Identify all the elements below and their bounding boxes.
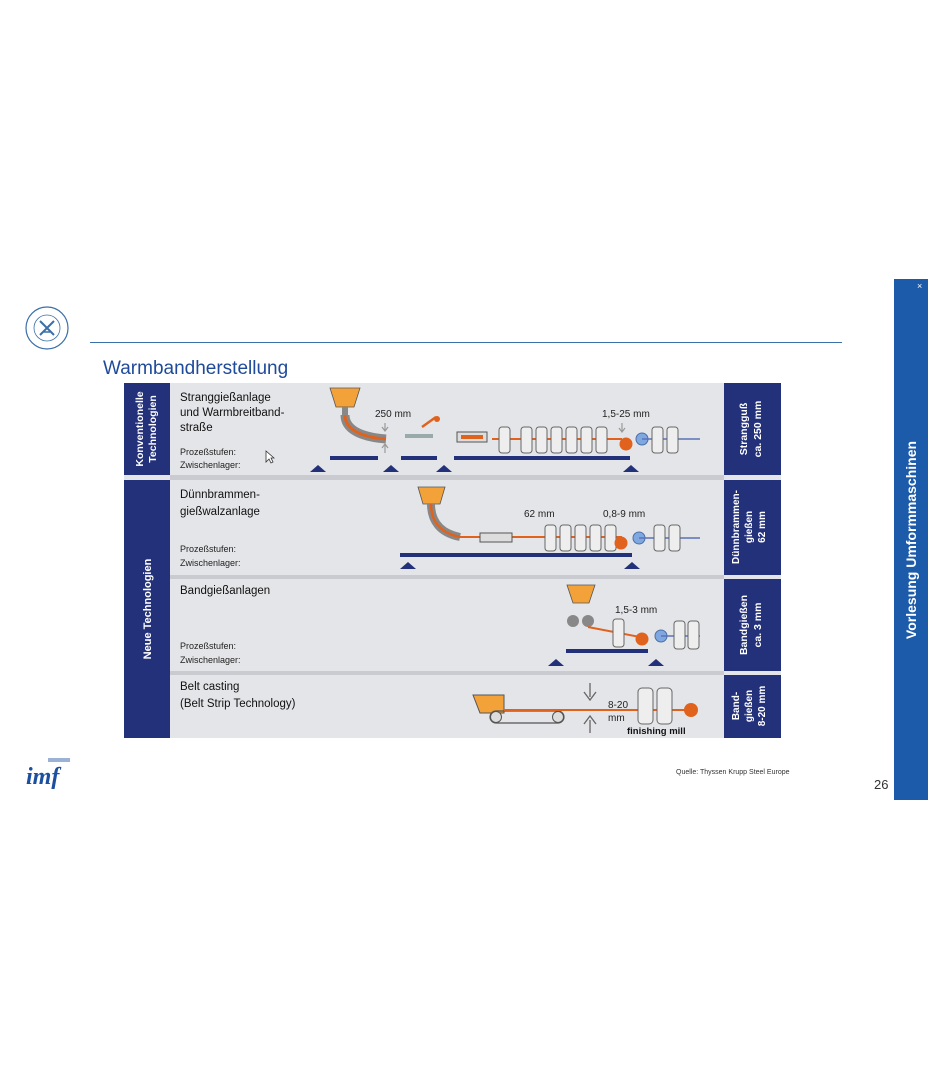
row3-storage-label: Zwischenlager:	[180, 655, 241, 665]
row2-title-2: gießwalzanlage	[180, 506, 260, 518]
row2-steps-label: Prozeßstufen:	[180, 544, 236, 554]
right-label-row2-2: gießen	[744, 511, 755, 543]
row-thin-slab: Dünnbrammen- gießwalzanlage Prozeßstufen…	[180, 486, 700, 569]
left-label-conventional-2: Technologien	[147, 395, 159, 462]
close-icon[interactable]: ×	[917, 281, 923, 291]
press-down-arrow-icon	[583, 683, 597, 702]
right-label-row2-3: 62 mm	[757, 511, 768, 543]
tundish-icon	[342, 407, 348, 415]
row1-dim-1: 250 mm	[375, 409, 411, 420]
finishing-mill-label: finishing mill	[627, 726, 686, 737]
inline-mill-stand	[612, 618, 625, 648]
row3-title-1: Bandgießanlagen	[180, 585, 270, 597]
title-rule	[90, 342, 842, 343]
source-caption: Quelle: Thyssen Krupp Steel Europe	[676, 769, 790, 776]
row-separator	[170, 575, 724, 579]
row1-title-1: Stranggießanlage	[180, 392, 271, 404]
mouse-cursor-icon	[265, 450, 275, 464]
ladle-icon	[417, 486, 446, 505]
storage-marker-icon	[648, 659, 664, 666]
row4-dim-2: mm	[608, 713, 625, 724]
left-band-new	[124, 480, 170, 738]
right-box-row1	[724, 383, 781, 475]
storage-marker-icon	[400, 562, 416, 569]
right-label-row2-1: Dünnbrammen-	[731, 490, 742, 564]
right-box-row3	[724, 579, 781, 671]
svg-text:imf: imf	[26, 764, 61, 790]
right-label-row4-2: gießen	[744, 690, 755, 722]
process-step-bar	[566, 649, 648, 653]
right-label-row3-2: ca. 3 mm	[752, 603, 764, 648]
page-number: 26	[874, 777, 889, 792]
row-separator	[170, 475, 724, 480]
cutting-torch-icon	[421, 415, 437, 429]
press-down-arrow-icon	[381, 423, 389, 432]
row2-title-1: Dünnbrammen-	[180, 489, 260, 501]
row2-dim-2: 0,8-9 mm	[603, 509, 645, 520]
slab-transport-icon	[405, 434, 433, 438]
belt-caster-ladle-icon	[472, 694, 505, 714]
process-step-bar	[330, 456, 378, 460]
row-strip-casting: Bandgießanlagen Prozeßstufen: Zwischenla…	[180, 584, 700, 666]
right-box-row4	[724, 675, 781, 738]
press-up-arrow-icon	[381, 443, 389, 453]
left-band-conventional	[124, 383, 170, 475]
casting-roll-icon	[567, 615, 579, 627]
storage-marker-icon	[383, 465, 399, 472]
cold-mill-stands	[673, 620, 700, 650]
row1-storage-label: Zwischenlager:	[180, 460, 241, 470]
coiler-icon	[684, 703, 698, 717]
row-separator	[170, 671, 724, 675]
row-conventional: Stranggießanlage und Warmbreitband- stra…	[180, 387, 700, 472]
row4-dim-1: 8-20	[608, 700, 628, 711]
left-label-new: Neue Technologien	[142, 558, 154, 659]
row4-title-1: Belt casting	[180, 681, 239, 693]
ladle-icon	[566, 584, 596, 604]
row4-title-2: (Belt Strip Technology)	[180, 698, 296, 710]
tunnel-furnace-icon	[479, 532, 513, 543]
row1-dim-2: 1,5-25 mm	[602, 409, 650, 420]
storage-marker-icon	[310, 465, 326, 472]
finishing-mill-stands	[544, 524, 617, 552]
row-belt-casting: Belt casting (Belt Strip Technology) 8-2…	[180, 681, 698, 737]
finishing-mill-stands	[637, 687, 673, 725]
right-label-row1-2: ca. 250 mm	[752, 401, 764, 458]
coiler-icon	[614, 536, 628, 550]
ladle-icon	[329, 387, 361, 408]
side-title: Vorlesung Umformmaschinen	[903, 440, 919, 639]
row2-storage-label: Zwischenlager:	[180, 558, 241, 568]
storage-marker-icon	[548, 659, 564, 666]
storage-marker-icon	[624, 562, 640, 569]
left-label-conventional-1: Konventionelle	[134, 391, 146, 466]
row1-title-3: straße	[180, 422, 213, 434]
process-step-bar	[401, 456, 437, 460]
process-step-bar	[454, 456, 630, 460]
coiler-icon	[619, 437, 633, 451]
coiler-icon	[635, 632, 649, 646]
right-box-row2	[724, 480, 781, 575]
cold-mill-stands	[651, 426, 679, 454]
row3-dim-1: 1,5-3 mm	[615, 605, 657, 616]
cold-mill-stands	[653, 524, 681, 552]
right-label-row1-1: Strangguß	[738, 402, 750, 455]
storage-marker-icon	[623, 465, 639, 472]
roughing-finishing-mill-stands	[498, 426, 608, 454]
slide-title: Warmbandherstellung	[103, 358, 289, 379]
imf-logo: imf	[26, 758, 70, 790]
row2-dim-1: 62 mm	[524, 509, 555, 520]
process-step-bar	[400, 553, 632, 557]
row3-steps-label: Prozeßstufen:	[180, 641, 236, 651]
right-label-row4-1: Band-	[731, 692, 742, 720]
right-label-row3-1: Bandgießen	[738, 595, 750, 655]
right-label-row4-3: 8-20 mm	[757, 686, 768, 727]
row1-title-2: und Warmbreitband-	[180, 407, 285, 419]
storage-marker-icon	[436, 465, 452, 472]
hot-strip-process-diagram: Konventionelle Technologien Neue Technol…	[124, 383, 781, 738]
row1-steps-label: Prozeßstufen:	[180, 447, 236, 457]
press-up-arrow-icon	[583, 714, 597, 733]
side-title-bar: Vorlesung Umformmaschinen	[894, 279, 928, 800]
casting-roll-icon	[582, 615, 594, 627]
university-seal-logo	[25, 306, 69, 350]
